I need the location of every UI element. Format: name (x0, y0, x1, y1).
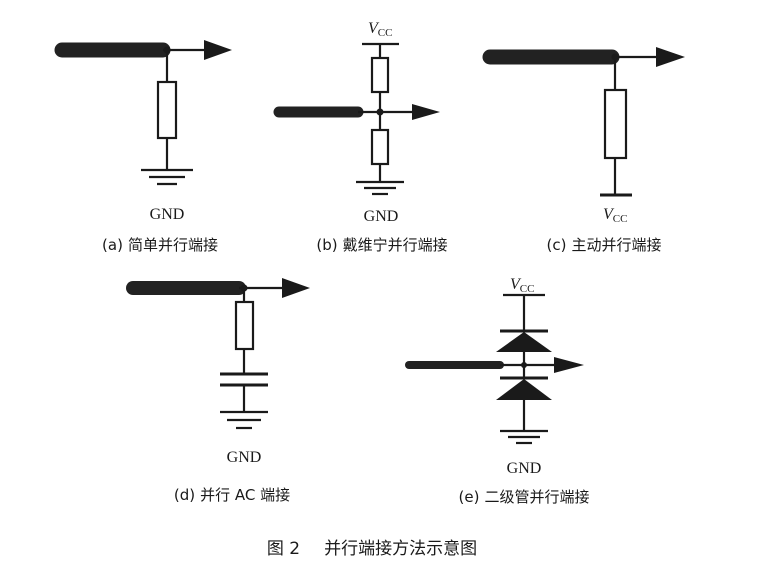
circuit-c-vcc-label: VCC (603, 206, 627, 225)
circuit-d-capacitor (220, 372, 268, 387)
circuit-e-caption-tag: (e) (459, 488, 480, 506)
circuit-c-caption: (c)主动并行端接 (547, 236, 662, 254)
circuit-e-gnd-label: GND (507, 460, 542, 477)
circuit-c-caption-text: 主动并行端接 (571, 236, 661, 254)
circuit-d-ac-parallel: GND (d) 并行 AC 端接 (126, 278, 310, 504)
circuit-a-caption-text: 简单并行端接 (128, 236, 218, 254)
circuit-d-ground-symbol (220, 410, 268, 430)
circuit-e-ground-symbol (500, 429, 548, 445)
circuit-d-arrow (282, 278, 310, 298)
circuit-b-vcc-label: VCC (368, 20, 392, 39)
circuit-d-caption-text: 并行 AC 端接 (200, 486, 290, 504)
circuit-d-resistor (234, 300, 255, 351)
circuit-d-gnd-label: GND (227, 449, 262, 466)
circuit-b-resistor-top (370, 56, 390, 94)
circuit-c-arrow (656, 47, 685, 67)
circuit-d-caption-tag: (d) (174, 486, 195, 504)
circuit-e-arrow (554, 357, 584, 373)
circuit-a-gnd-label: GND (150, 206, 185, 223)
circuit-a-ground-symbol (141, 168, 193, 186)
circuit-a-caption: (a) 简单并行端接 (102, 236, 218, 254)
circuit-b-resistor-bottom (370, 128, 390, 166)
circuit-b-arrow (412, 104, 440, 120)
circuit-e-vcc-label: VCC (510, 276, 534, 295)
figure-title: 并行端接方法示意图 (324, 539, 477, 559)
circuit-e-diode-top (496, 332, 552, 352)
circuit-c-active-parallel: VCC (c)主动并行端接 (482, 47, 685, 254)
circuit-a-caption-tag: (a) (102, 236, 123, 254)
circuit-a-resistor (156, 80, 178, 140)
circuit-c-caption-tag: (c) (547, 236, 567, 254)
circuit-d-caption: (d) 并行 AC 端接 (174, 486, 290, 504)
figure-caption: 图 2 并行端接方法示意图 (267, 539, 477, 559)
circuit-b-gnd-label: GND (364, 208, 399, 225)
circuit-b-thevenin: VCC GND (b) 戴维宁并行端接 (273, 20, 448, 254)
figure-number: 图 2 (267, 539, 300, 559)
circuit-b-caption: (b) 戴维宁并行端接 (316, 236, 447, 254)
circuit-e-caption: (e)二级管并行端接 (459, 488, 590, 506)
circuit-e-diode-bottom (496, 379, 552, 400)
circuit-e-caption-text: 二级管并行端接 (484, 488, 589, 506)
circuit-b-caption-tag: (b) (316, 236, 337, 254)
circuit-b-ground-symbol (356, 180, 404, 196)
circuit-a-simple-parallel: GND (a) 简单并行端接 (54, 40, 232, 254)
circuit-c-resistor (603, 88, 628, 160)
circuit-a-arrow (204, 40, 232, 60)
circuit-e-diode-parallel: VCC GND (e)二级管并行端接 (405, 276, 590, 506)
circuit-b-caption-text: 戴维宁并行端接 (343, 236, 448, 254)
